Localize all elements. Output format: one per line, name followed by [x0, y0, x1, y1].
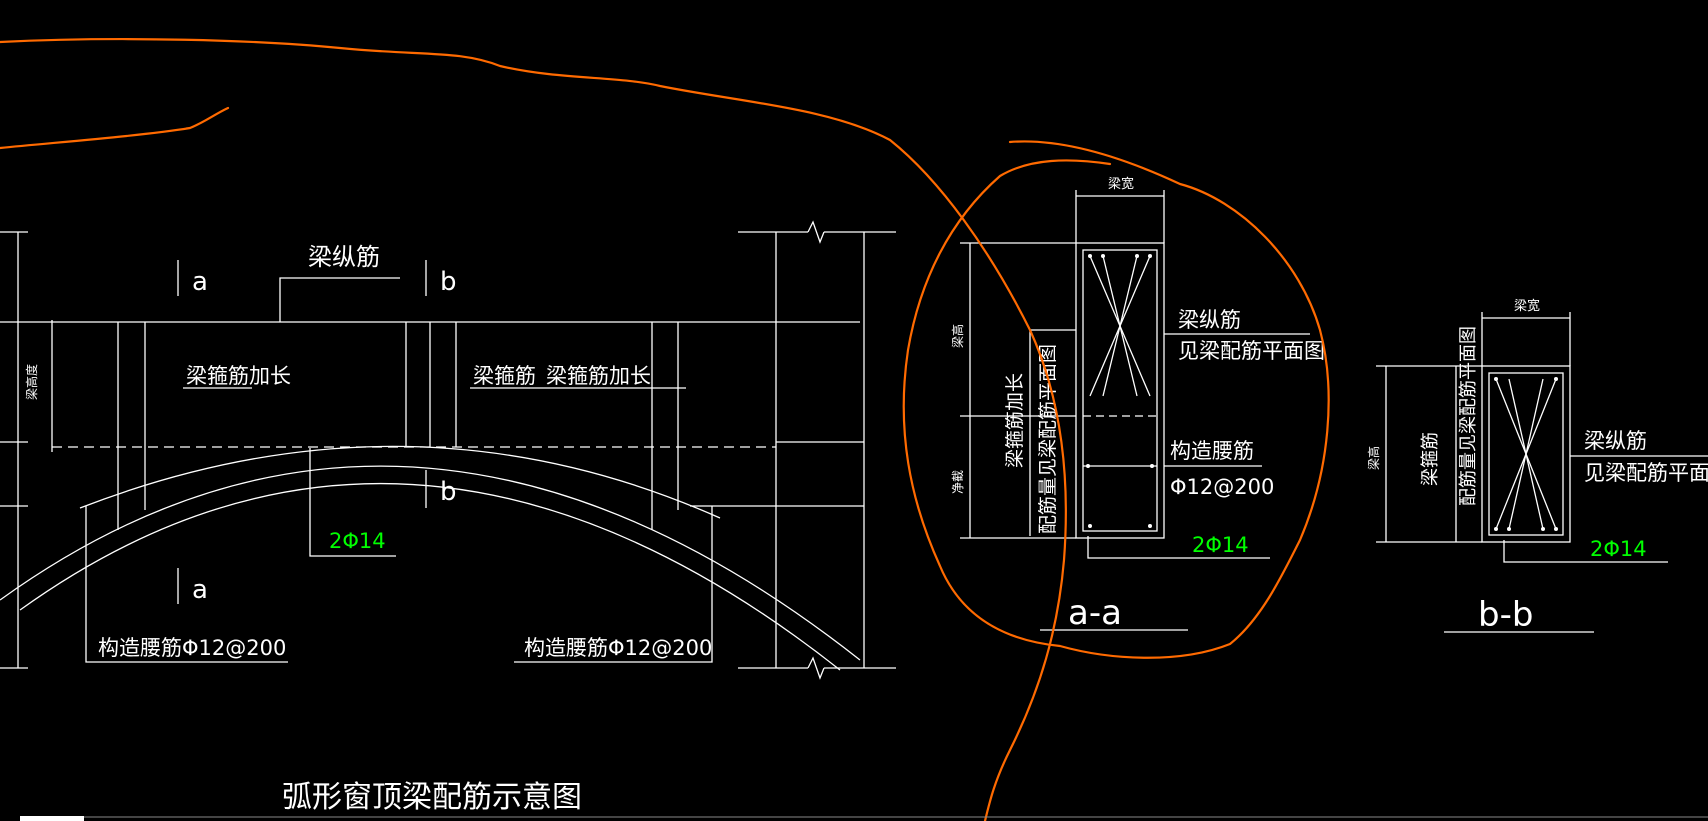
section-aa-title: a-a [1068, 593, 1122, 633]
section-bb-title: b-b [1478, 595, 1533, 635]
rebar-dot [1541, 527, 1545, 531]
markup-long-curve [0, 38, 1067, 821]
arch-outer [0, 465, 861, 661]
section-aa-bottom-leader [1087, 536, 1270, 559]
elevation-labels: a b b a 梁纵筋 梁箍筋加长 梁箍筋 梁箍筋加长 梁高度 2Φ14 构造腰… [24, 243, 712, 815]
section-aa-cross-4 [1102, 255, 1138, 397]
arch-upper [79, 445, 721, 519]
section-bb-width-label: 梁宽 [1514, 298, 1540, 314]
section-mark-b-top: b [440, 267, 457, 297]
section-mark-a-bottom: a [192, 575, 208, 605]
rebar-dot [1086, 464, 1090, 468]
section-bb-points [1494, 377, 1558, 531]
beam-height-label: 梁高度 [24, 364, 39, 400]
bottom-tab-strip [20, 816, 84, 821]
rebar-dot [1507, 527, 1511, 531]
waist-leader-left [85, 506, 288, 663]
rebar-dot [1494, 377, 1498, 381]
rebar-dot [1088, 254, 1092, 258]
rebar-dot [1148, 524, 1152, 528]
section-aa-height-label: 梁高 [950, 324, 965, 348]
rebar-dot [1150, 464, 1154, 468]
waist-leader-right [514, 506, 713, 663]
section-aa-labels: 梁宽 梁高 净截 梁箍筋加长 配筋量见梁配筋平面图 梁纵筋 见梁配筋平面图 构造… [950, 176, 1325, 633]
stirrup-extended-left-label: 梁箍筋加长 [186, 364, 291, 388]
markup-annotations [0, 38, 1330, 821]
markup-circle-aa [902, 140, 1330, 659]
bottom-rebar-label: 2Φ14 [329, 529, 386, 553]
waist-rebar-right-label: 构造腰筋Φ12@200 [524, 636, 712, 660]
section-aa-long-rebar: 梁纵筋 [1178, 308, 1241, 332]
section-aa-outer [1075, 242, 1165, 539]
section-bb-long-rebar-note: 见梁配筋平面图 [1584, 461, 1708, 485]
section-aa-stirrup-note-1: 梁箍筋加长 [1004, 373, 1026, 468]
section-bb-labels: 梁宽 梁高 梁箍筋 配筋量见梁配筋平面图 梁纵筋 见梁配筋平面图 2Φ14 b-… [1366, 298, 1708, 635]
section-aa-waist-spec: Φ12@200 [1170, 475, 1274, 499]
section-aa-stirrup-note-2: 配筋量见梁配筋平面图 [1037, 344, 1059, 534]
bottom-rebar-leader [309, 448, 396, 557]
section-bb [1376, 312, 1708, 633]
section-mark-a-top: a [192, 267, 208, 297]
section-bb-inner [1488, 372, 1564, 536]
rebar-dot [1494, 527, 1498, 531]
break-symbol-top [807, 220, 825, 244]
markup-short-stroke [0, 106, 230, 150]
stirrup-extended-right-label: 梁箍筋加长 [546, 364, 651, 388]
section-aa-net-height-label: 净截 [951, 470, 965, 494]
section-bb-bottom-leader [1503, 540, 1668, 563]
rebar-dot [1135, 254, 1139, 258]
rebar-dot [1554, 377, 1558, 381]
rebar-dot [1101, 254, 1105, 258]
section-aa-width-label: 梁宽 [1108, 176, 1134, 192]
section-aa-inner [1082, 249, 1158, 532]
section-bb-cross-4 [1508, 378, 1544, 530]
elevation-drawing [0, 220, 896, 680]
arch-inner [19, 482, 841, 671]
section-aa-bottom-rebar: 2Φ14 [1192, 533, 1249, 557]
beam-long-rebar-label: 梁纵筋 [308, 243, 380, 271]
section-bb-bottom-rebar: 2Φ14 [1590, 537, 1647, 561]
section-aa-waist-rebar: 构造腰筋 [1170, 439, 1254, 463]
section-bb-long-rebar: 梁纵筋 [1584, 429, 1647, 453]
section-bb-outer [1481, 365, 1571, 543]
section-aa-long-rebar-note: 见梁配筋平面图 [1178, 339, 1325, 363]
waist-rebar-left-label: 构造腰筋Φ12@200 [98, 636, 286, 660]
section-mark-b-bottom: b [440, 477, 457, 507]
stirrup-label: 梁箍筋 [473, 364, 536, 388]
section-bb-height-label: 梁高 [1366, 446, 1381, 470]
rebar-dot [1148, 254, 1152, 258]
section-bb-stirrup-note-1: 梁箍筋 [1420, 432, 1441, 486]
rebar-dot [1088, 524, 1092, 528]
long-rebar-leader [279, 277, 400, 322]
section-bb-stirrup-note-2: 配筋量见梁配筋平面图 [1458, 326, 1479, 506]
rebar-dot [1554, 527, 1558, 531]
section-aa-points [1086, 254, 1154, 528]
drawing-title: 弧形窗顶梁配筋示意图 [282, 780, 582, 815]
break-symbol-bottom [807, 656, 825, 680]
